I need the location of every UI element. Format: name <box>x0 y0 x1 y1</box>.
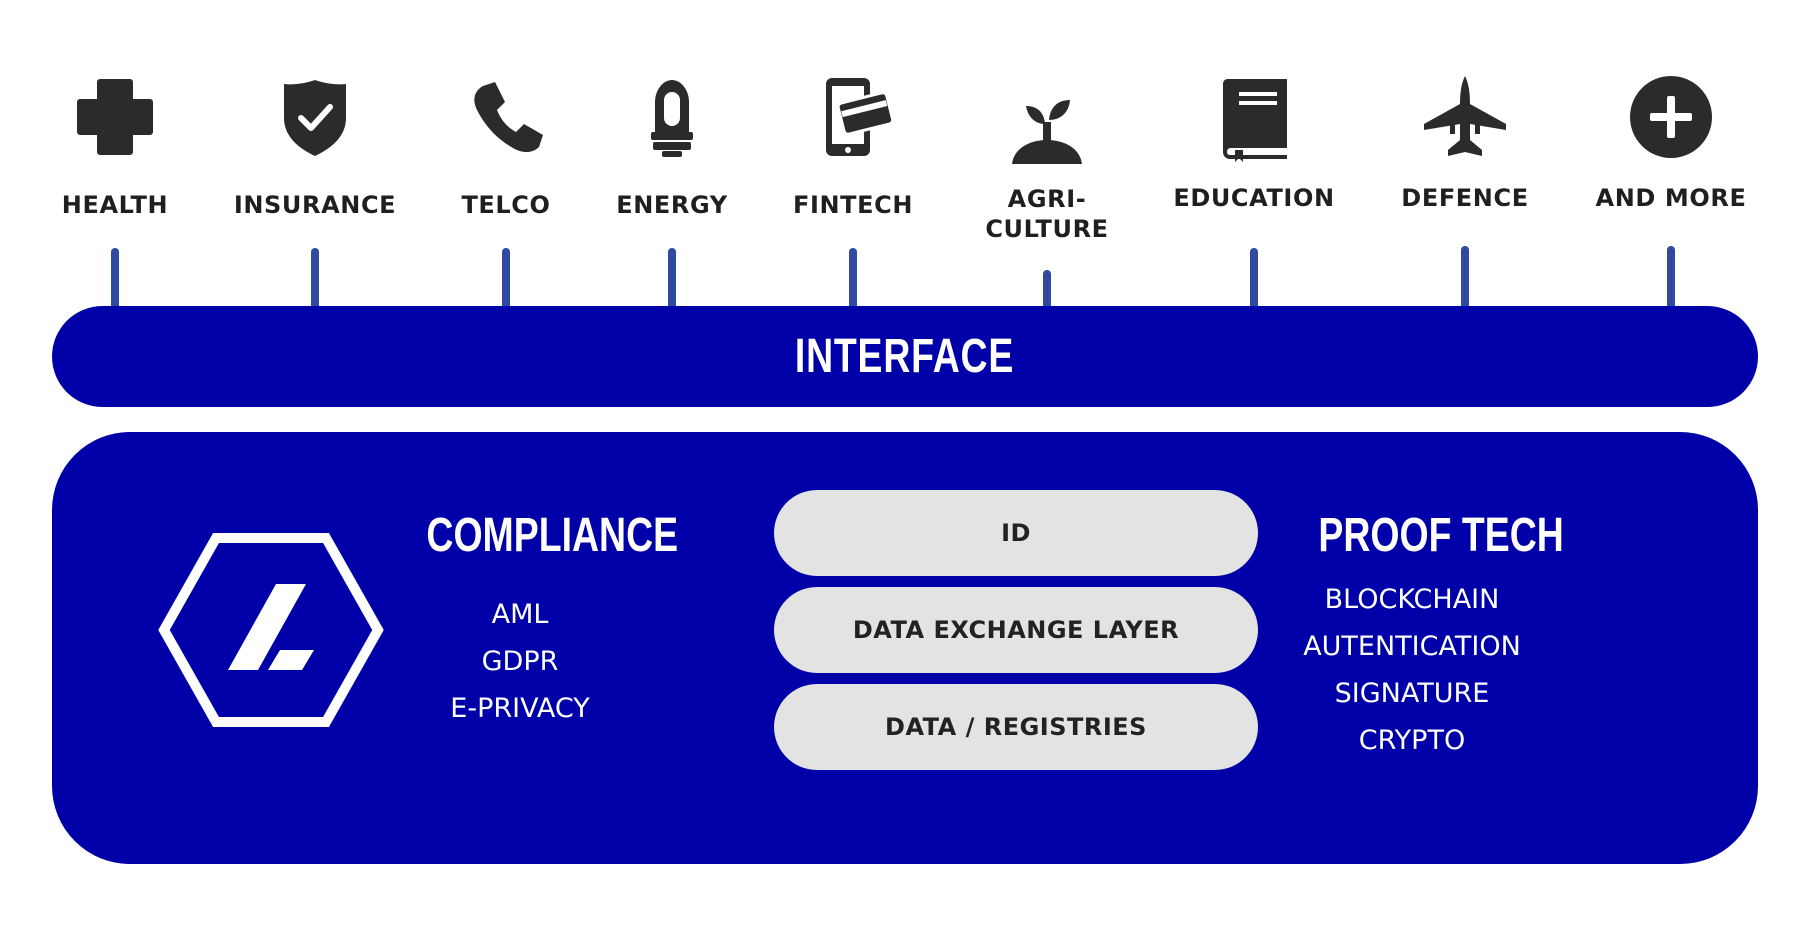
sector-label: FINTECH <box>792 191 914 219</box>
sector-label: TELCO <box>461 191 551 219</box>
connector-line <box>1043 270 1051 306</box>
layer-id: ID <box>774 490 1258 576</box>
connector-line <box>1250 248 1258 306</box>
sector-label: AND MORE <box>1595 184 1747 212</box>
hexagon-logo-icon <box>158 532 384 728</box>
compliance-item: E-PRIVACY <box>450 693 590 724</box>
compliance-list: AML GDPR E-PRIVACY <box>420 591 620 732</box>
sector-label: DEFENCE <box>1401 184 1529 212</box>
proof-tech-item: SIGNATURE <box>1334 678 1490 709</box>
sector-label: HEALTH <box>61 191 169 219</box>
connector-line <box>111 248 119 306</box>
connector-line <box>311 248 319 306</box>
interface-title: INTERFACE <box>795 330 1015 383</box>
proof-tech-item: BLOCKCHAIN <box>1324 584 1500 615</box>
connector-line <box>849 248 857 306</box>
proof-tech-title: PROOF TECH <box>1318 509 1564 562</box>
compliance-item: AML <box>491 599 549 630</box>
connector-line <box>1461 246 1469 306</box>
sprout-icon <box>1002 80 1092 170</box>
sector-label: EDUCATION <box>1173 184 1335 212</box>
connector-line <box>1667 246 1675 306</box>
connector-line <box>502 248 510 306</box>
interface-bar: INTERFACE <box>52 306 1758 407</box>
proof-tech-item: CRYPTO <box>1358 725 1466 756</box>
sector-label: AGRI- CULTURE <box>985 185 1109 243</box>
connector-line <box>668 248 676 306</box>
mobile-payment-icon <box>808 72 898 162</box>
fighter-jet-icon <box>1420 72 1510 162</box>
phone-icon <box>461 72 551 162</box>
compliance-title: COMPLIANCE <box>426 509 679 562</box>
sector-label: INSURANCE <box>233 191 397 219</box>
shield-check-icon <box>270 72 360 162</box>
plus-circle-icon <box>1626 72 1716 162</box>
layer-data-registries: DATA / REGISTRIES <box>774 684 1258 770</box>
layer-data-exchange: DATA EXCHANGE LAYER <box>774 587 1258 673</box>
book-icon <box>1209 72 1299 162</box>
platform-block: COMPLIANCE AML GDPR E-PRIVACY ID DATA EX… <box>52 432 1758 864</box>
medical-cross-icon <box>70 72 160 162</box>
light-bulb-icon <box>627 72 717 162</box>
compliance-item: GDPR <box>481 646 559 677</box>
proof-tech-list: BLOCKCHAIN AUTENTICATION SIGNATURE CRYPT… <box>1272 576 1552 764</box>
sector-label: ENERGY <box>616 191 728 219</box>
proof-tech-item: AUTENTICATION <box>1303 631 1521 662</box>
